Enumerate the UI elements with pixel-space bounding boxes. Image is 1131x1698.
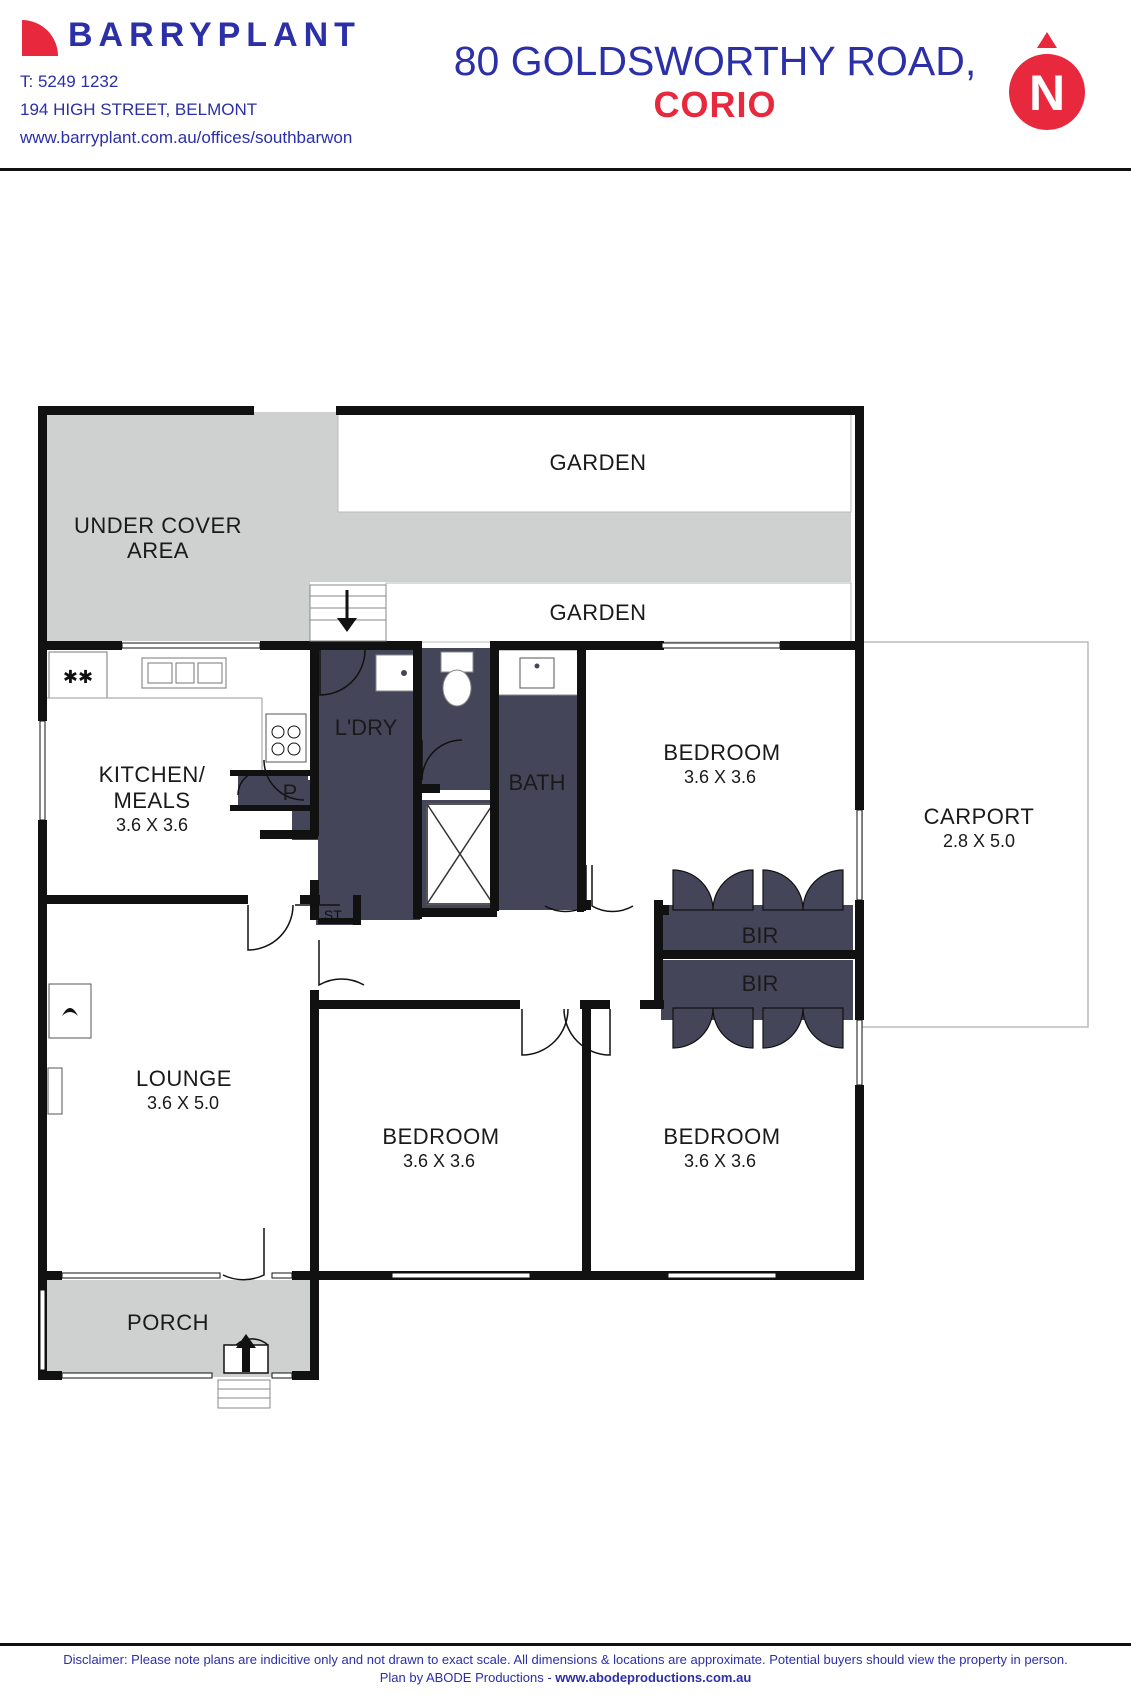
office-phone: T: 5249 1232	[20, 72, 119, 91]
wet-areas	[238, 648, 853, 1020]
kitchen-label-line1: KITCHEN/	[99, 762, 206, 787]
carport-label: CARPORT	[924, 804, 1035, 829]
bedroom1-label: BEDROOM	[663, 740, 780, 765]
office-website[interactable]: www.barryplant.com.au/offices/southbarwo…	[20, 128, 353, 147]
garden-mid-label: GARDEN	[549, 600, 646, 625]
property-street: 80 GOLDSWORTHY ROAD,	[453, 38, 977, 84]
toilet-cistern-icon	[440, 651, 474, 673]
door-swings	[222, 649, 634, 1281]
under-cover-label-line1: UNDER COVER	[74, 513, 242, 538]
north-arrow-icon: N	[1009, 32, 1085, 130]
under-cover-label-line2: AREA	[127, 538, 189, 563]
store-label: ST.	[324, 907, 344, 923]
bedroom3-dimensions: 3.6 X 3.6	[684, 1151, 756, 1171]
bedroom1-dimensions: 3.6 X 3.6	[684, 767, 756, 787]
bir1-label: BIR	[742, 923, 779, 948]
fridge-snowflake-icon: ✱✱	[63, 667, 93, 687]
lounge-label: LOUNGE	[136, 1066, 232, 1091]
footer-divider	[0, 1643, 1131, 1646]
cooktop-icon	[265, 713, 307, 763]
property-suburb: CORIO	[653, 84, 777, 125]
under-cover-area	[42, 412, 851, 1377]
header-divider	[0, 168, 1131, 171]
bir-doors	[672, 869, 844, 1049]
bedroom3-label: BEDROOM	[663, 1124, 780, 1149]
barryplant-logo-icon	[22, 20, 58, 56]
carport-dimensions: 2.8 X 5.0	[943, 831, 1015, 851]
windows	[39, 642, 863, 1379]
walls	[38, 406, 864, 1380]
laundry-label: L'DRY	[335, 715, 398, 740]
wall-heater-icon	[47, 1067, 63, 1115]
kitchen-dimensions: 3.6 X 3.6	[116, 815, 188, 835]
garden-top-label: GARDEN	[549, 450, 646, 475]
floor-plan: ✱✱ GARDEN UNDER COVER AREA GARDEN L'DRY …	[38, 406, 1089, 1409]
back-steps	[309, 584, 387, 642]
bedroom2-label: BEDROOM	[382, 1124, 499, 1149]
garden-mid-bed	[385, 582, 852, 643]
bir2-label: BIR	[742, 971, 779, 996]
porch-label: PORCH	[127, 1310, 209, 1335]
kitchen-label-line2: MEALS	[113, 788, 190, 813]
disclaimer-text: Disclaimer: Please note plans are indici…	[63, 1652, 1068, 1667]
toilet-bowl-icon	[442, 669, 472, 707]
plan-credit-prefix: Plan by ABODE Productions -	[379, 1670, 556, 1685]
lounge-dimensions: 3.6 X 5.0	[147, 1093, 219, 1113]
front-steps	[217, 1334, 271, 1409]
bath-label: BATH	[508, 770, 565, 795]
office-address: 194 HIGH STREET, BELMONT	[20, 100, 258, 119]
bedroom2-dimensions: 3.6 X 3.6	[403, 1151, 475, 1171]
abode-link[interactable]: www.abodeproductions.com.au	[555, 1670, 752, 1685]
entry-arrow-icon	[236, 1334, 256, 1372]
garden-top-bed	[337, 411, 852, 513]
pantry-label: P	[283, 780, 298, 805]
plan-credit: Plan by ABODE Productions - www.abodepro…	[0, 1670, 1131, 1685]
north-letter: N	[1029, 65, 1065, 121]
brand-name: BARRYPLANT	[68, 16, 361, 54]
laundry-tub-icon	[375, 654, 417, 692]
